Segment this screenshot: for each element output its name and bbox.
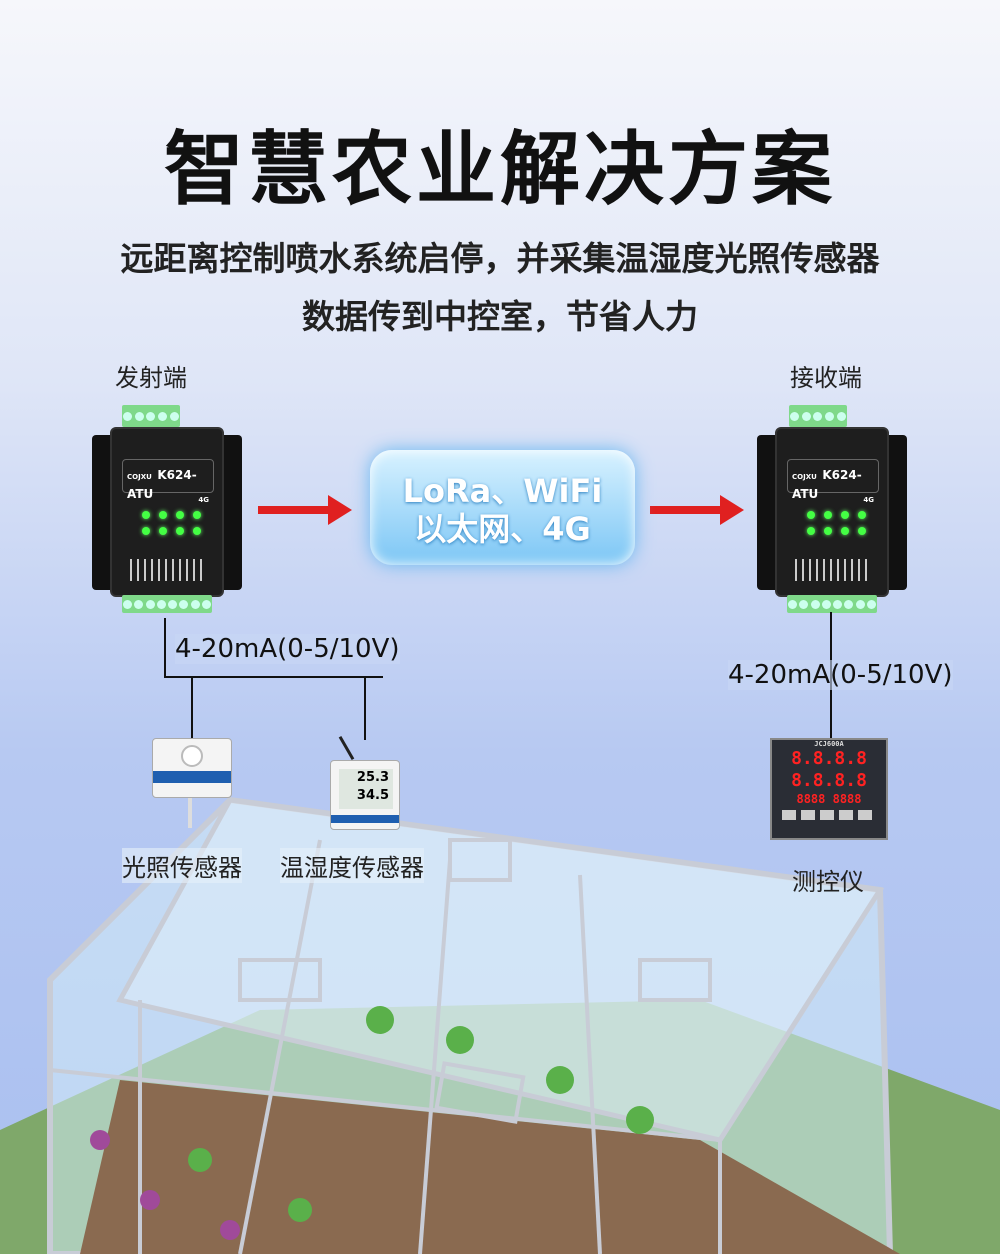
light-sensor — [152, 738, 232, 798]
subtitle-line-1: 远距离控制喷水系统启停，并采集温湿度光照传感器 — [120, 239, 880, 278]
transmitter-label: 发射端 — [115, 364, 187, 392]
signal-label-right: 4-20mA(0-5/10V) — [728, 660, 953, 690]
arrow-right-icon — [650, 495, 744, 525]
arrow-right-icon — [258, 495, 352, 525]
controller-meter: JCJ600A 8.8.8.8 8.8.8.8 8888 8888 — [770, 738, 888, 840]
page-title: 智慧农业解决方案 — [164, 123, 836, 216]
greenhouse-illustration — [0, 796, 1000, 1254]
controller-meter-label: 测控仪 — [792, 868, 864, 896]
receiver-label: 接收端 — [790, 364, 862, 392]
model-label: K624-ATU — [127, 468, 197, 501]
light-sensor-label: 光照传感器 — [122, 848, 242, 883]
temp-humidity-sensor-label: 温湿度传感器 — [280, 848, 424, 883]
subtitle-line-2: 数据传到中控室，节省人力 — [302, 297, 698, 336]
signal-label-left: 4-20mA(0-5/10V) — [175, 634, 400, 664]
model-label: K624-ATU — [792, 468, 862, 501]
